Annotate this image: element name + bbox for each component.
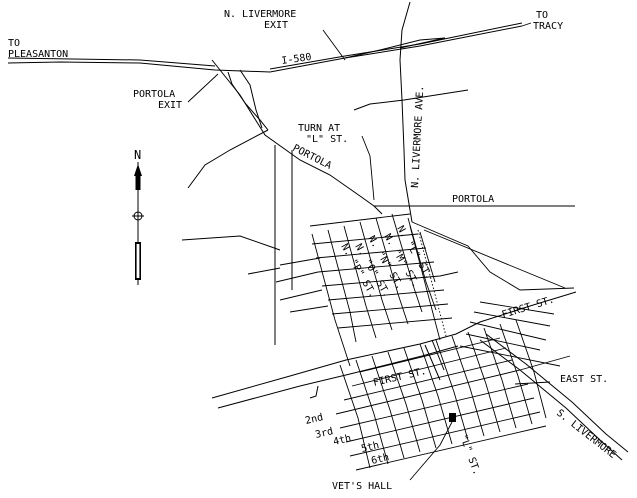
- north-livermore-avenue: [399, 1, 413, 223]
- to-pleasanton-label: TO: [8, 38, 20, 49]
- to-tracy-label: TO: [536, 10, 548, 21]
- vets-hall-marker: [449, 413, 456, 422]
- east-street-label: EAST ST.: [560, 374, 608, 385]
- portola-exit-label: PORTOLA: [133, 89, 175, 100]
- cross-street-label: 5th: [360, 440, 380, 455]
- highway-i580: [7, 22, 523, 131]
- portola-label: PORTOLA: [452, 194, 494, 205]
- north-label: N: [134, 148, 141, 162]
- i580-label: I-580: [281, 52, 312, 67]
- to-pleasanton-label: PLEASANTON: [8, 49, 68, 60]
- side-roads: [181, 89, 469, 345]
- n-livermore-exit-label: N. LIVERMORE: [224, 9, 296, 20]
- turn-at-l-label: TURN AT: [298, 123, 340, 134]
- portola-avenue: [211, 59, 575, 215]
- north-street-grid: [279, 213, 575, 367]
- l-street-label: "L" ST.: [457, 433, 482, 476]
- cross-street-label: 3rd: [314, 426, 334, 441]
- turn-at-l-label: "L" ST.: [306, 134, 348, 145]
- n-livermore-exit-label: EXIT: [264, 20, 288, 31]
- to-tracy-label: TRACY: [533, 21, 563, 32]
- n-livermore-ave-label: N. LIVERMORE AVE.: [410, 85, 426, 188]
- vets-hall-label: VET'S HALL: [332, 481, 392, 492]
- cross-street-label: 4th: [332, 433, 352, 448]
- first-street-label: FIRST ST.: [501, 295, 556, 321]
- portola-exit-label: EXIT: [158, 100, 182, 111]
- north-arrow-icon: [132, 162, 144, 285]
- cross-street-label: 2nd: [304, 412, 324, 427]
- south-street-grid: [335, 301, 571, 471]
- cross-street-label: 6th: [370, 452, 390, 467]
- leader-lines: [187, 22, 551, 481]
- south-livermore-avenue: [479, 333, 629, 461]
